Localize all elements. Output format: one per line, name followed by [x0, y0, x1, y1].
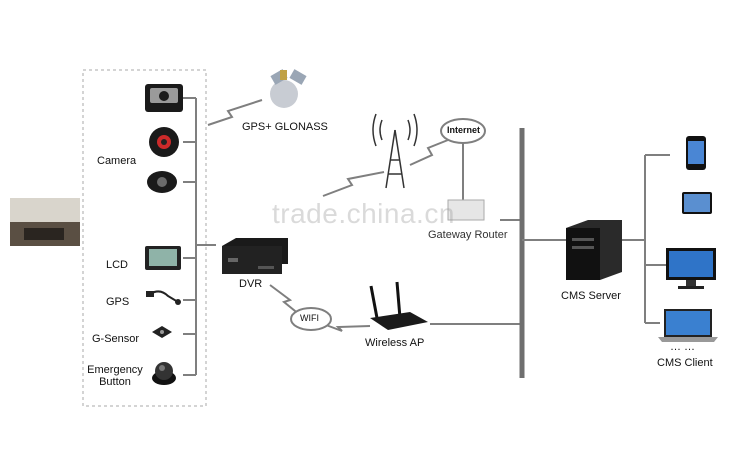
emergency-label-line2: Button [99, 376, 131, 388]
emergency-label-line1: Emergency [87, 364, 143, 376]
emergency-label: Emergency Button [86, 364, 144, 388]
cell-tower-icon [372, 113, 418, 189]
desktop-monitor-icon [666, 248, 716, 289]
g-sensor-label: G-Sensor [92, 333, 140, 345]
emergency-button-icon [152, 362, 176, 385]
gateway-router-icon [447, 199, 485, 221]
gps-antenna-icon [146, 290, 181, 305]
gateway-router-label: Gateway Router [428, 229, 508, 241]
g-sensor-icon [152, 326, 172, 338]
wireless-links [207, 99, 449, 332]
watermark: trade.china.cn [272, 198, 455, 229]
wifi-cloud-icon [290, 307, 332, 331]
internet-label: Internet [447, 125, 481, 135]
cms-client-label: CMS Client [657, 357, 713, 369]
gps-glonass-label: GPS+ GLONASS [242, 121, 328, 133]
laptop-icon [658, 309, 718, 342]
camera-label: Camera [97, 155, 137, 167]
camera-1-icon [145, 84, 183, 112]
cms-server-label: CMS Server [561, 290, 621, 302]
wireless-ap-label: Wireless AP [365, 337, 425, 349]
vehicle-image-fragment [10, 198, 80, 246]
phone-icon [686, 136, 706, 170]
vehicle-bus-lines [183, 97, 216, 376]
wireless-ap-icon [369, 281, 428, 330]
client-ellipsis: … … [670, 341, 696, 353]
tablet-icon [682, 192, 712, 214]
satellite-icon [270, 69, 307, 108]
dvr-icon [222, 238, 288, 274]
dvr-label: DVR [239, 278, 263, 290]
cms-server-icon [566, 220, 622, 280]
camera-2-icon [149, 127, 179, 157]
lcd-monitor-icon [145, 246, 181, 270]
gps-label: GPS [106, 296, 130, 308]
wifi-label: WIFI [300, 313, 319, 323]
lcd-label: LCD [106, 259, 129, 271]
vehicle-devices-boundary [82, 69, 207, 407]
client-connection-lines [622, 154, 670, 324]
camera-3-icon [147, 171, 177, 193]
